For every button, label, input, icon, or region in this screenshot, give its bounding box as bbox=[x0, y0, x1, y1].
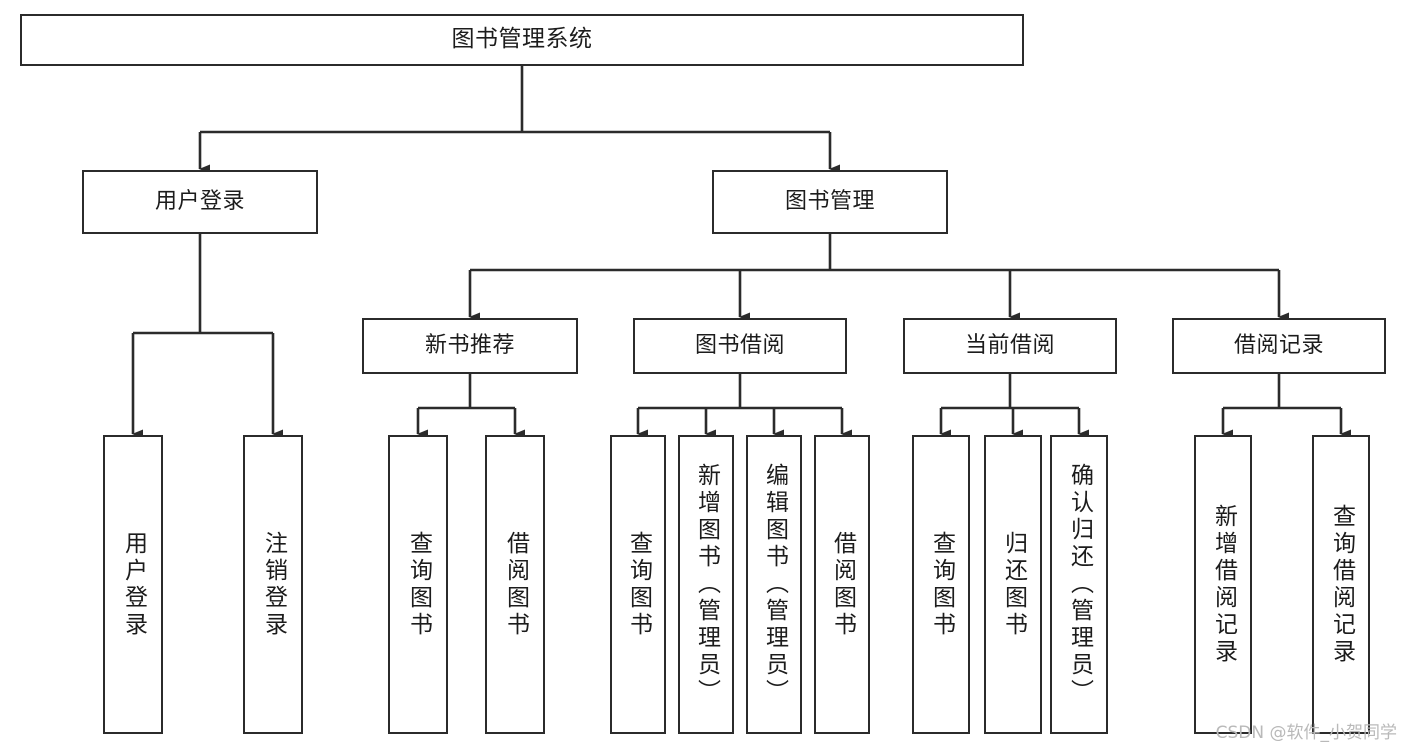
node-label: 图书管理系统 bbox=[451, 26, 593, 53]
node-leaf-query-book-1[interactable]: 查询图书 bbox=[388, 435, 448, 734]
node-label: 新书推荐 bbox=[424, 333, 515, 359]
node-label: 确认归还（管理员） bbox=[1066, 463, 1093, 706]
node-label: 注销登录 bbox=[260, 530, 287, 639]
node-label: 当前借阅 bbox=[964, 333, 1055, 359]
node-label: 新增图书（管理员） bbox=[693, 463, 720, 706]
node-label: 新增借阅记录 bbox=[1210, 503, 1237, 666]
node-label: 借阅记录 bbox=[1233, 333, 1324, 359]
node-leaf-edit-book[interactable]: 编辑图书（管理员） bbox=[746, 435, 802, 734]
node-label: 编辑图书（管理员） bbox=[761, 463, 788, 706]
node-leaf-query-book-2[interactable]: 查询图书 bbox=[610, 435, 666, 734]
node-label: 查询图书 bbox=[625, 530, 652, 639]
node-label: 用户登录 bbox=[154, 189, 245, 215]
node-label: 查询图书 bbox=[405, 530, 432, 639]
node-book-manage[interactable]: 图书管理 bbox=[712, 170, 948, 234]
node-label: 查询借阅记录 bbox=[1328, 503, 1355, 666]
node-root[interactable]: 图书管理系统 bbox=[20, 14, 1024, 66]
node-current-borrow[interactable]: 当前借阅 bbox=[903, 318, 1117, 374]
node-borrow-record[interactable]: 借阅记录 bbox=[1172, 318, 1386, 374]
node-label: 图书借阅 bbox=[694, 333, 785, 359]
node-leaf-return-book[interactable]: 归还图书 bbox=[984, 435, 1042, 734]
node-leaf-user-logout[interactable]: 注销登录 bbox=[243, 435, 303, 734]
node-leaf-query-book-3[interactable]: 查询图书 bbox=[912, 435, 970, 734]
node-leaf-user-login[interactable]: 用户登录 bbox=[103, 435, 163, 734]
node-leaf-query-borrow-record[interactable]: 查询借阅记录 bbox=[1312, 435, 1370, 734]
node-label: 查询图书 bbox=[928, 530, 955, 639]
node-leaf-borrow-book-2[interactable]: 借阅图书 bbox=[814, 435, 870, 734]
node-new-book-recommend[interactable]: 新书推荐 bbox=[362, 318, 578, 374]
node-label: 借阅图书 bbox=[829, 530, 856, 639]
node-leaf-borrow-book-1[interactable]: 借阅图书 bbox=[485, 435, 545, 734]
edges-group bbox=[131, 66, 1351, 439]
node-leaf-add-book[interactable]: 新增图书（管理员） bbox=[678, 435, 734, 734]
node-label: 借阅图书 bbox=[502, 530, 529, 639]
node-user-login[interactable]: 用户登录 bbox=[82, 170, 318, 234]
node-label: 用户登录 bbox=[120, 530, 147, 639]
node-leaf-confirm-return[interactable]: 确认归还（管理员） bbox=[1050, 435, 1108, 734]
node-label: 图书管理 bbox=[784, 189, 875, 215]
node-leaf-add-borrow-record[interactable]: 新增借阅记录 bbox=[1194, 435, 1252, 734]
node-label: 归还图书 bbox=[1000, 530, 1027, 639]
node-book-borrow[interactable]: 图书借阅 bbox=[633, 318, 847, 374]
